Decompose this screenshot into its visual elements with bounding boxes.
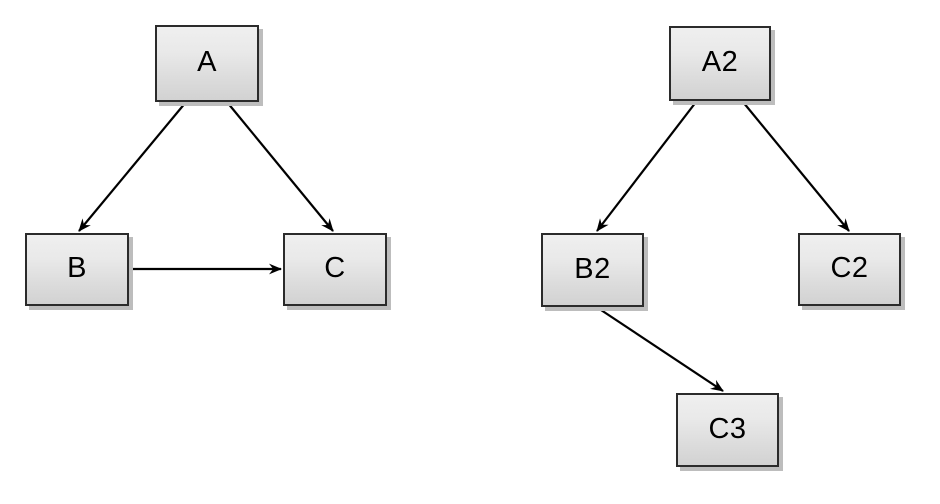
node-a2[interactable]: A2 — [669, 26, 771, 101]
node-label: C3 — [708, 412, 747, 445]
node-label: A — [197, 46, 217, 78]
edges-group — [78, 101, 850, 392]
node-label: C2 — [830, 252, 869, 284]
node-c3[interactable]: C3 — [676, 393, 779, 467]
node-c2[interactable]: C2 — [798, 233, 901, 306]
node-label: A2 — [701, 46, 739, 78]
node-c[interactable]: C — [283, 233, 387, 306]
edge-a2-to-b2[interactable] — [596, 101, 697, 232]
edge-a-to-b[interactable] — [78, 101, 187, 232]
node-label: B — [67, 252, 87, 284]
node-a[interactable]: A — [155, 25, 259, 102]
edge-a2-to-c2[interactable] — [742, 101, 850, 232]
node-label: C — [324, 252, 346, 284]
node-label: B2 — [574, 252, 611, 285]
node-b2[interactable]: B2 — [541, 233, 644, 307]
edge-a-to-c[interactable] — [226, 101, 334, 232]
node-b[interactable]: B — [25, 233, 129, 306]
edge-b2-to-c3[interactable] — [597, 307, 724, 392]
